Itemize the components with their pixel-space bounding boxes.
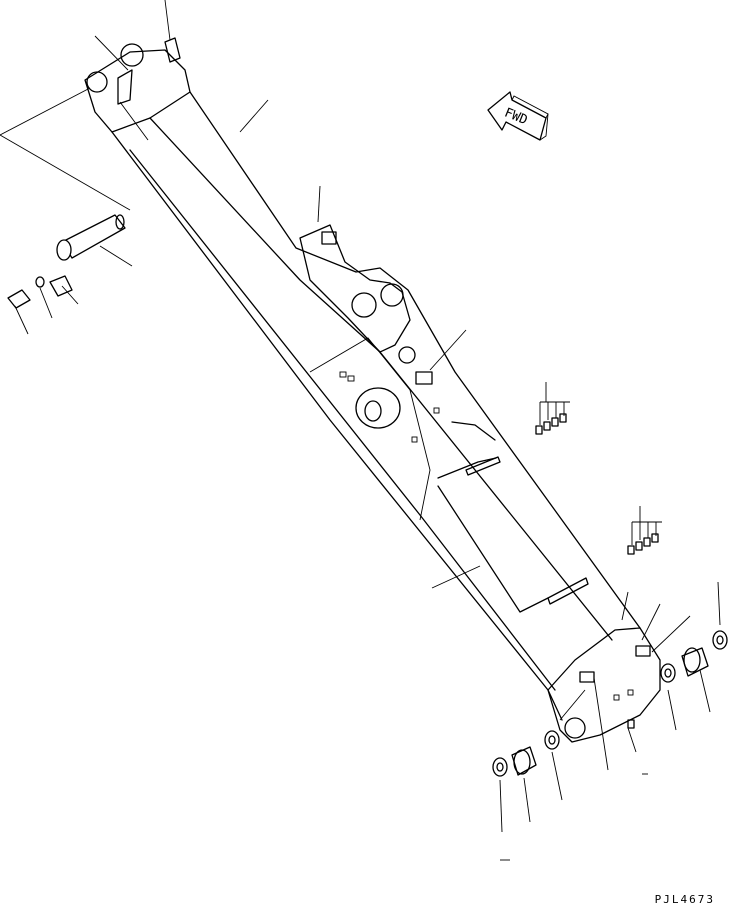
fwd-label: FWD — [502, 106, 530, 129]
bolt-group-lower — [627, 506, 662, 555]
fwd-arrow-icon: FWD — [487, 91, 549, 141]
bolt-group-upper — [535, 382, 570, 435]
boom-body — [111, 91, 661, 743]
leader-lines — [0, 0, 721, 861]
side-boss — [339, 371, 440, 443]
wear-pads — [437, 421, 589, 613]
boom-top-bracket — [84, 37, 191, 133]
drawing-code: PJL4673 — [654, 893, 715, 906]
foot-hardware — [579, 645, 651, 729]
cylinder-bracket — [299, 224, 433, 385]
boom-top-pin — [7, 214, 126, 309]
foot-bushings — [492, 630, 728, 777]
